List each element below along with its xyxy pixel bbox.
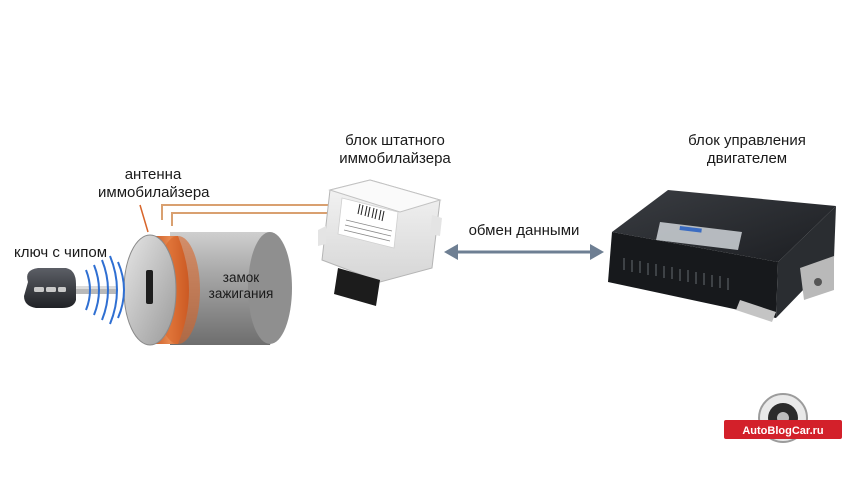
- label-ignition-lock-line2: зажигания: [208, 286, 274, 301]
- antenna-pointer-line: [139, 204, 149, 233]
- immobilizer-unit: [318, 179, 442, 306]
- chip-key: [24, 268, 116, 308]
- label-ignition-lock-line1: замок: [222, 270, 260, 285]
- label-ecu-line1: блок управления: [688, 132, 806, 149]
- data-exchange-arrow: [444, 244, 604, 260]
- label-immobilizer-line1: блок штатного: [345, 132, 445, 149]
- watermark-text: AutoBlogCar.ru: [742, 425, 823, 437]
- antenna-wires: [161, 204, 340, 226]
- key-slot: [146, 270, 153, 304]
- signal-waves: [85, 255, 125, 325]
- watermark-badge: AutoBlogCar.ru: [724, 393, 842, 443]
- label-antenna: антенна иммобилайзера: [98, 166, 210, 202]
- label-ignition-lock: замок зажигания: [206, 270, 276, 302]
- label-data-exchange: обмен данными: [468, 222, 580, 239]
- label-engine-control-unit: блок управления двигателем: [672, 132, 822, 168]
- engine-control-unit: [608, 190, 836, 322]
- label-antenna-line1: антенна: [124, 166, 182, 183]
- label-immobilizer-unit: блок штатного иммобилайзера: [330, 132, 460, 168]
- label-antenna-line2: иммобилайзера: [98, 184, 210, 201]
- label-key-with-chip: ключ с чипом: [14, 244, 108, 261]
- label-ecu-line2: двигателем: [706, 150, 788, 167]
- label-immobilizer-line2: иммобилайзера: [339, 150, 451, 167]
- watermark-ribbon: [724, 420, 842, 439]
- ignition-lock-cylinder: [123, 232, 292, 346]
